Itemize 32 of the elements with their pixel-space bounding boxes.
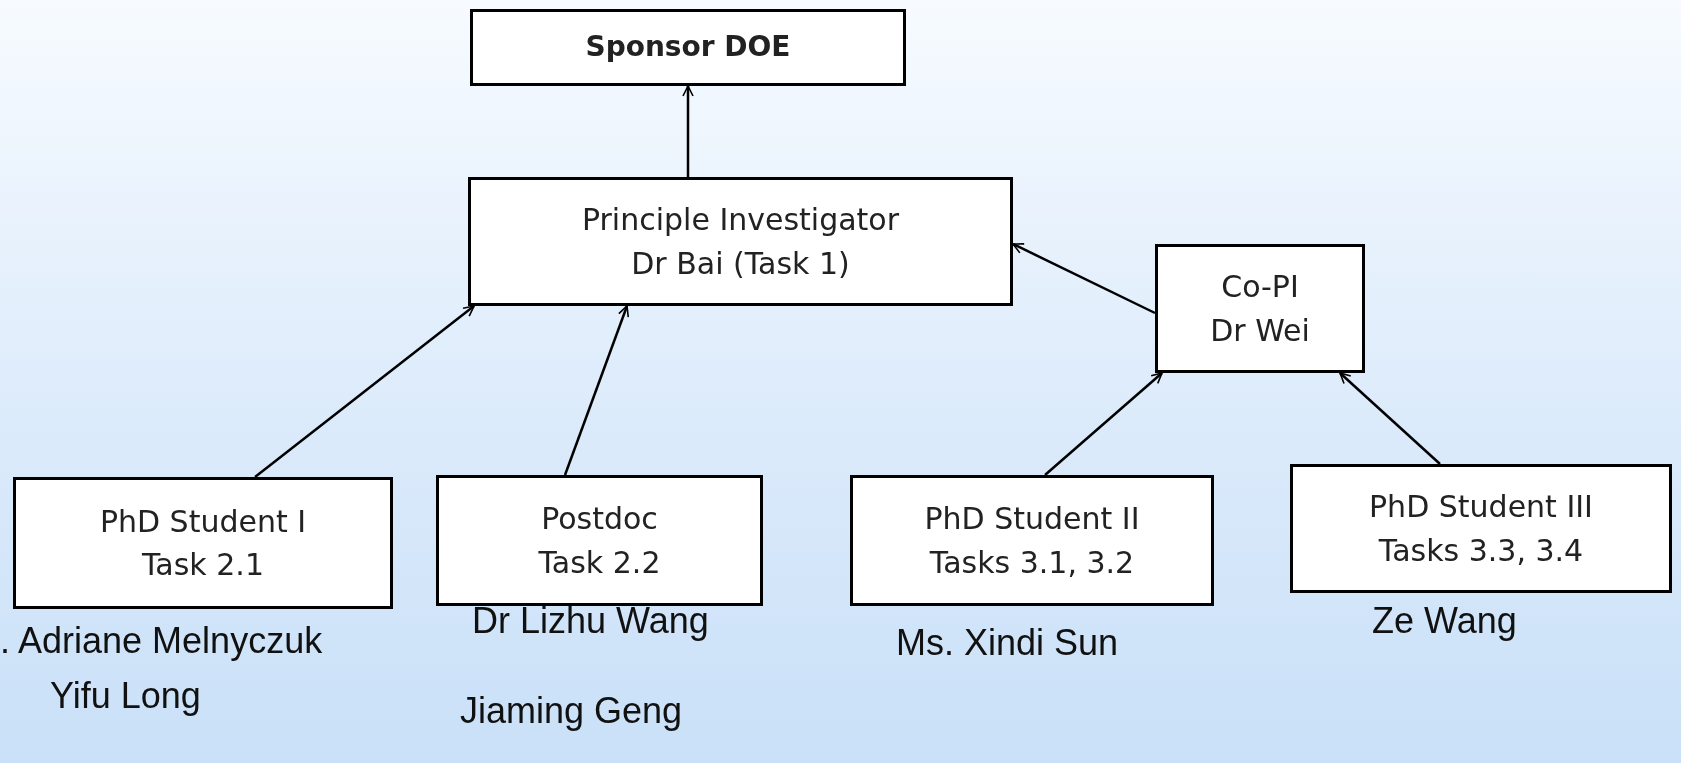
role-text: Dr Bai (Task 1) (631, 244, 850, 283)
arrow (1044, 372, 1163, 476)
person-name: Ze Wang (1372, 600, 1517, 642)
person-name: Ms. Xindi Sun (896, 622, 1119, 664)
role-text: Principle Investigator (581, 201, 900, 239)
role-text: Postdoc (541, 500, 658, 538)
arrow (254, 305, 475, 478)
role-text: PhD Student III (1369, 488, 1593, 526)
role-text: Dr Wei (1210, 311, 1310, 350)
role-text: Tasks 3.1, 3.2 (929, 543, 1135, 582)
person-name: . Adriane Melnyczuk (0, 620, 323, 662)
role-text: Sponsor DOE (585, 29, 791, 66)
person-name: Yifu Long (50, 675, 201, 717)
role-box (470, 9, 906, 86)
arrow (682, 85, 694, 177)
arrow (1339, 372, 1441, 465)
role-box (436, 475, 763, 606)
role-box (1290, 464, 1672, 593)
role-text: Co-PI (1221, 268, 1299, 306)
arrow (563, 305, 630, 476)
person-name: Dr Lizhu Wang (472, 600, 709, 642)
role-text: PhD Student II (924, 500, 1140, 538)
role-box (468, 177, 1013, 306)
role-box (13, 477, 393, 609)
role-box (1155, 244, 1365, 373)
role-box (850, 475, 1214, 606)
role-text: PhD Student I (99, 502, 307, 541)
role-text: Task 2.2 (538, 543, 661, 582)
role-text: Task 2.1 (142, 546, 264, 584)
role-text: Tasks 3.3, 3.4 (1378, 531, 1584, 570)
person-name: Jiaming Geng (460, 690, 683, 732)
arrow (1012, 242, 1156, 315)
